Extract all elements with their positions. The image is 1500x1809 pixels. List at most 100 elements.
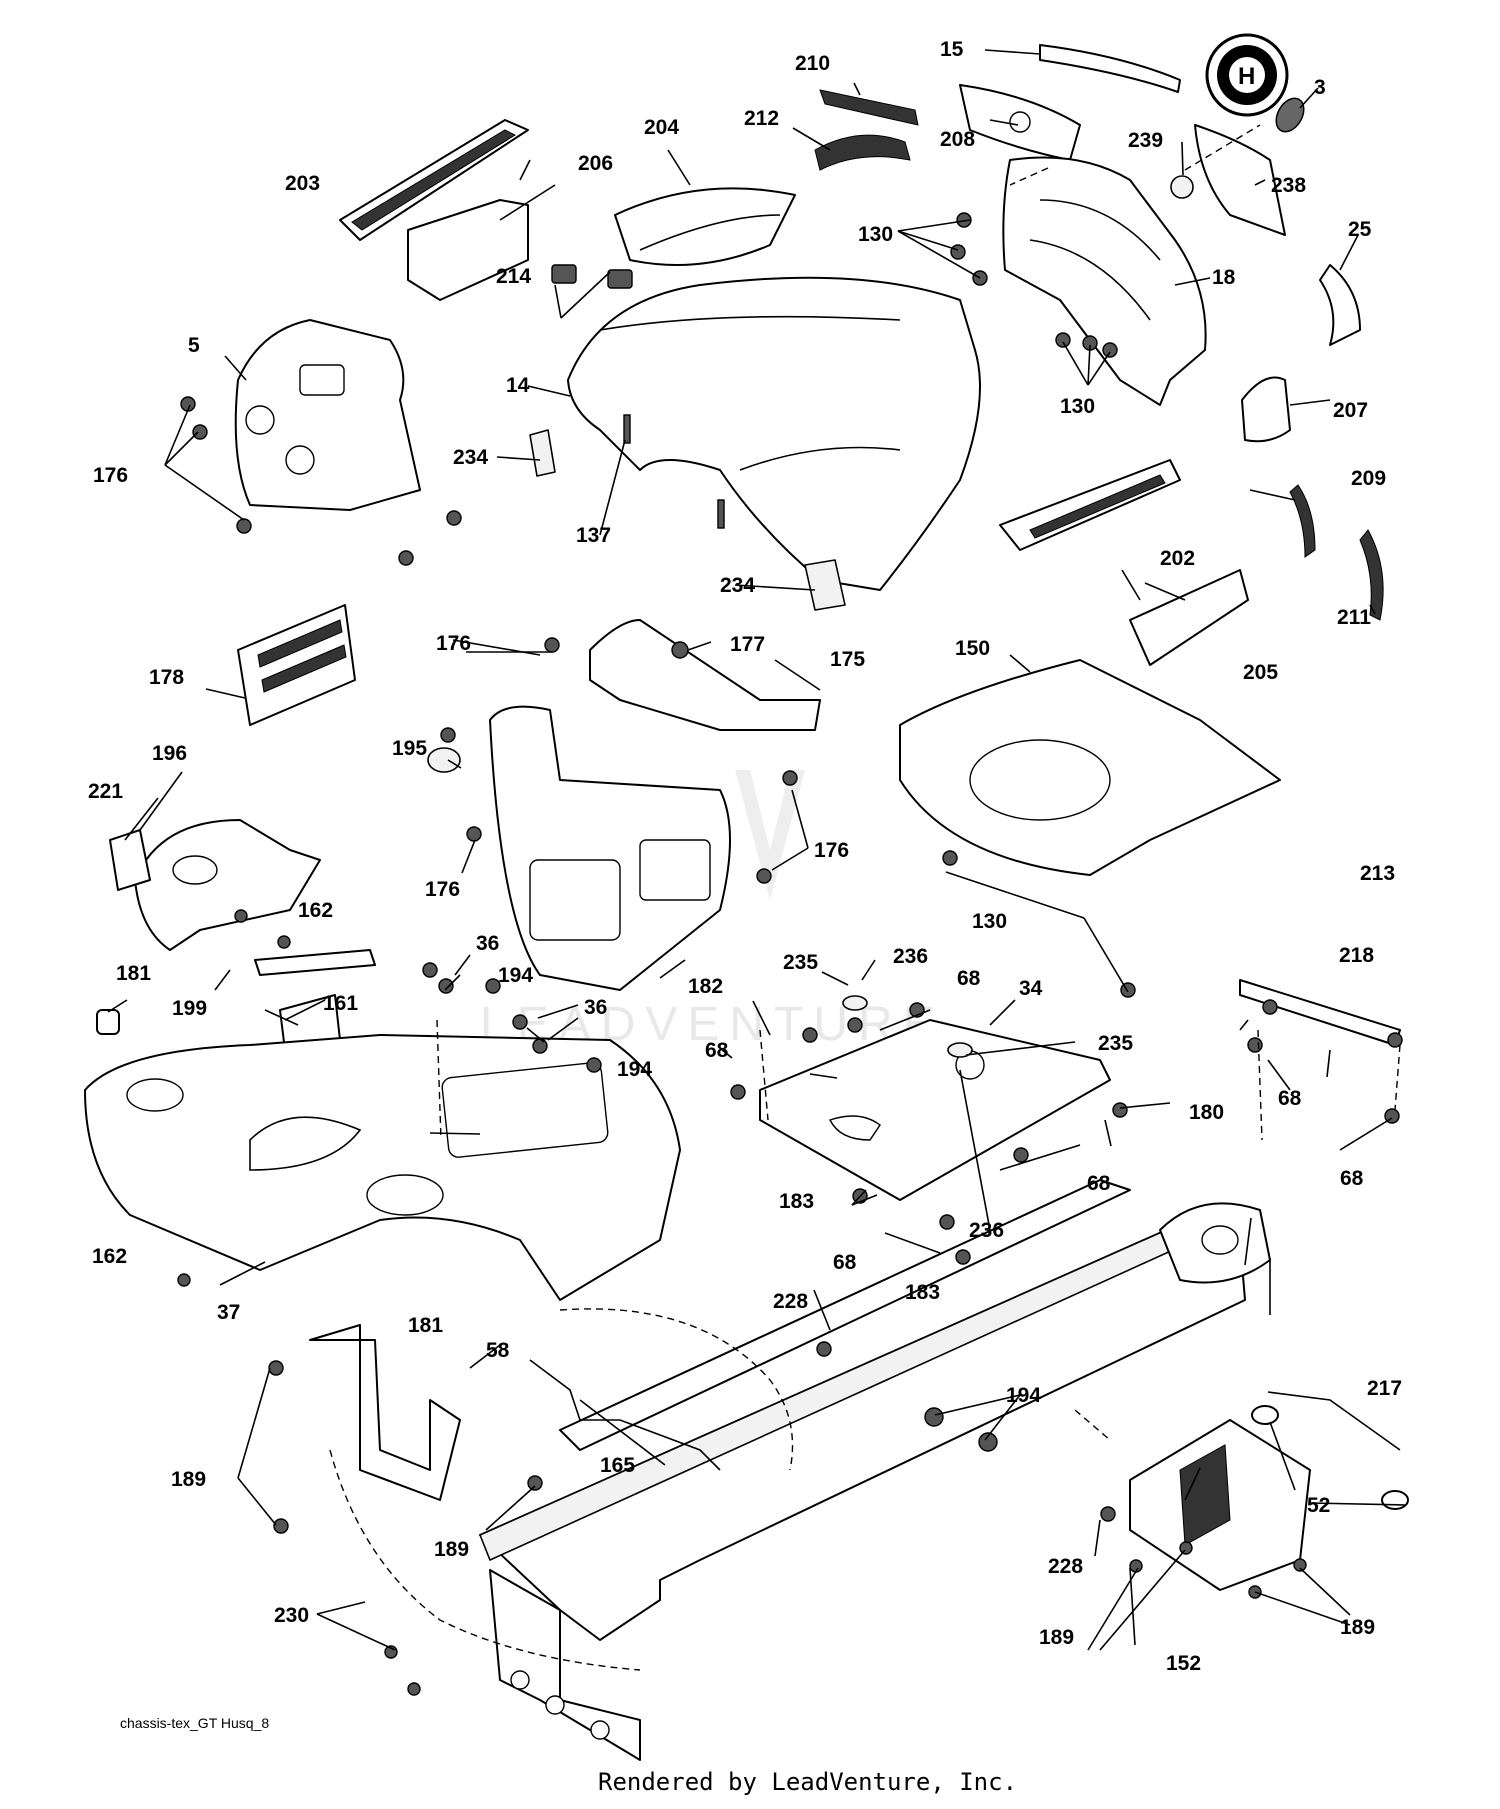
callout-176a: 176 [93,464,128,487]
part-209 [1289,484,1316,558]
callout-183a: 183 [779,1190,814,1213]
diagram-code: chassis-tex_GT Husq_8 [120,1715,269,1731]
callout-161: 161 [323,992,358,1015]
callout-210: 210 [795,52,830,75]
callout-213: 213 [1360,862,1395,885]
part-199 [254,949,376,976]
callout-195: 195 [392,737,427,760]
callout-36a: 36 [476,932,499,955]
callout-68d: 68 [1087,1172,1111,1195]
leader-lines [107,49,1406,1651]
part-212 [814,134,911,171]
callout-235a: 235 [783,951,818,974]
callout-217: 217 [1367,1377,1402,1400]
part-shapes: H [84,33,1409,1761]
callout-214: 214 [496,265,531,288]
callout-137: 137 [576,524,611,547]
fasteners [177,212,1403,1696]
part-34 [759,1019,1111,1201]
callout-236a: 236 [893,945,928,968]
callout-196: 196 [152,742,187,765]
callout-212: 212 [744,107,779,130]
callout-165: 165 [600,1454,635,1477]
callout-14: 14 [506,374,530,397]
part-195 [427,747,461,773]
callout-176d: 176 [814,839,849,862]
callout-130a: 130 [858,223,893,246]
part-234b [804,559,846,611]
callout-176b: 176 [436,632,471,655]
callout-218: 218 [1339,944,1374,967]
callout-3: 3 [1314,76,1326,99]
callout-205: 205 [1243,661,1278,684]
callout-182: 182 [688,975,723,998]
callout-235b: 235 [1098,1032,1133,1055]
callout-181b: 181 [408,1314,443,1337]
callout-211: 211 [1337,606,1371,629]
part-221 [109,829,151,891]
part-14 [567,276,981,591]
callout-162b: 162 [92,1245,127,1268]
callout-189d: 189 [1340,1616,1375,1639]
part-235b [947,1042,973,1058]
callout-206: 206 [578,152,613,175]
callout-58: 58 [486,1339,510,1362]
callout-203: 203 [285,172,320,195]
callout-152: 152 [1166,1652,1201,1675]
part-165 [529,1359,721,1471]
part-3-emblem: H [1205,33,1305,133]
part-239 [1170,175,1194,199]
callout-34: 34 [1019,977,1043,1000]
callout-178: 178 [149,666,184,689]
part-181a [96,1009,120,1035]
callout-52: 52 [1307,1494,1330,1517]
callout-130b: 130 [1060,395,1095,418]
render-credit: Rendered by LeadVenture, Inc. [598,1768,1017,1796]
part-217 [1267,1391,1401,1451]
callout-239: 239 [1128,129,1163,152]
part-5 [234,319,421,511]
part-235a [842,995,868,1011]
callout-181a: 181 [116,962,151,985]
callout-36b: 36 [584,996,607,1019]
callout-162a: 162 [298,899,333,922]
callout-189a: 189 [171,1468,206,1491]
callout-130c: 130 [972,910,1007,933]
part-52a [1251,1405,1279,1425]
callout-228a: 228 [773,1290,808,1313]
callout-68c: 68 [1278,1087,1302,1110]
callout-176c: 176 [425,878,460,901]
part-137b [717,499,725,529]
part-58 [309,1324,461,1501]
callout-numbers: 3 5 14 15 18 25 34 36 36 37 52 58 68 68 … [88,38,1402,1675]
part-177 [671,641,689,659]
callout-194c: 194 [1006,1384,1041,1407]
svg-text:H: H [1238,63,1255,90]
callout-68f: 68 [833,1251,857,1274]
callout-238: 238 [1271,174,1306,197]
callout-68b: 68 [705,1039,729,1062]
part-234a [529,429,556,477]
callout-234b: 234 [720,574,755,597]
callout-189b: 189 [434,1538,469,1561]
part-238 [1194,124,1286,236]
part-218 [1239,979,1401,1046]
callout-209: 209 [1351,467,1386,490]
callout-234a: 234 [453,446,488,469]
callout-177: 177 [730,633,765,656]
part-18 [1002,156,1207,406]
part-52b [1381,1490,1409,1510]
part-214a [551,264,577,284]
callout-199: 199 [172,997,207,1020]
part-206 [407,199,529,301]
part-210 [819,89,919,126]
callout-150: 150 [955,637,990,660]
part-196 [134,819,321,951]
callout-68a: 68 [957,967,981,990]
callout-18: 18 [1212,266,1236,289]
part-frame-rear [489,1569,641,1761]
callout-183b: 183 [905,1281,940,1304]
part-175 [589,619,821,731]
callout-221: 221 [88,780,123,803]
